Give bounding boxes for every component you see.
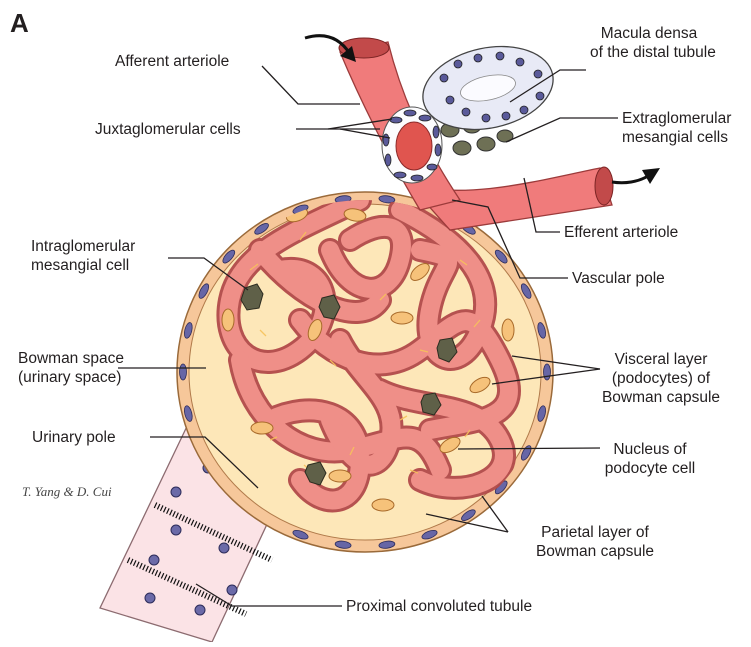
label-intraglomerular-mesangial: Intraglomerular mesangial cell xyxy=(31,237,135,275)
parietal-nucleus xyxy=(180,364,187,380)
label-vascular-pole: Vascular pole xyxy=(572,269,665,288)
label-visceral-line1: Visceral layer xyxy=(600,350,722,369)
label-nucleus-line1: Nucleus of xyxy=(600,440,700,459)
parietal-nucleus xyxy=(544,364,551,380)
label-extraglomerular-line2: mesangial cells xyxy=(622,128,731,147)
juxtaglomerular-cells xyxy=(382,107,442,183)
label-juxtaglomerular-cells: Juxtaglomerular cells xyxy=(95,120,241,139)
label-macula-densa-line1: Macula densa xyxy=(590,24,708,43)
label-efferent-arteriole: Efferent arteriole xyxy=(564,223,678,242)
author-signature: T. Yang & D. Cui xyxy=(22,484,112,500)
label-parietal-layer: Parietal layer of Bowman capsule xyxy=(510,523,680,561)
label-afferent-arteriole: Afferent arteriole xyxy=(115,52,229,71)
label-intraglomerular-line2: mesangial cell xyxy=(31,256,135,275)
label-macula-densa: Macula densa of the distal tubule xyxy=(590,24,708,62)
label-nucleus-podocyte: Nucleus of podocyte cell xyxy=(600,440,700,478)
label-urinary-pole: Urinary pole xyxy=(32,428,116,447)
blood-outflow-arrow xyxy=(612,168,660,184)
label-visceral-line2: (podocytes) of xyxy=(600,369,722,388)
label-bowman-space-line1: Bowman space xyxy=(18,349,124,368)
label-parietal-line2: Bowman capsule xyxy=(510,542,680,561)
label-extraglomerular-mesangial: Extraglomerular mesangial cells xyxy=(622,109,731,147)
label-extraglomerular-line1: Extraglomerular xyxy=(622,109,731,128)
label-visceral-layer: Visceral layer (podocytes) of Bowman cap… xyxy=(600,350,722,407)
label-nucleus-line2: podocyte cell xyxy=(600,459,700,478)
label-macula-densa-line2: of the distal tubule xyxy=(590,43,708,62)
label-visceral-line3: Bowman capsule xyxy=(600,388,722,407)
label-bowman-space: Bowman space (urinary space) xyxy=(18,349,124,387)
label-bowman-space-line2: (urinary space) xyxy=(18,368,124,387)
label-parietal-line1: Parietal layer of xyxy=(510,523,680,542)
label-proximal-convoluted-tubule: Proximal convoluted tubule xyxy=(346,597,532,616)
label-intraglomerular-line1: Intraglomerular xyxy=(31,237,135,256)
panel-letter: A xyxy=(10,8,29,39)
